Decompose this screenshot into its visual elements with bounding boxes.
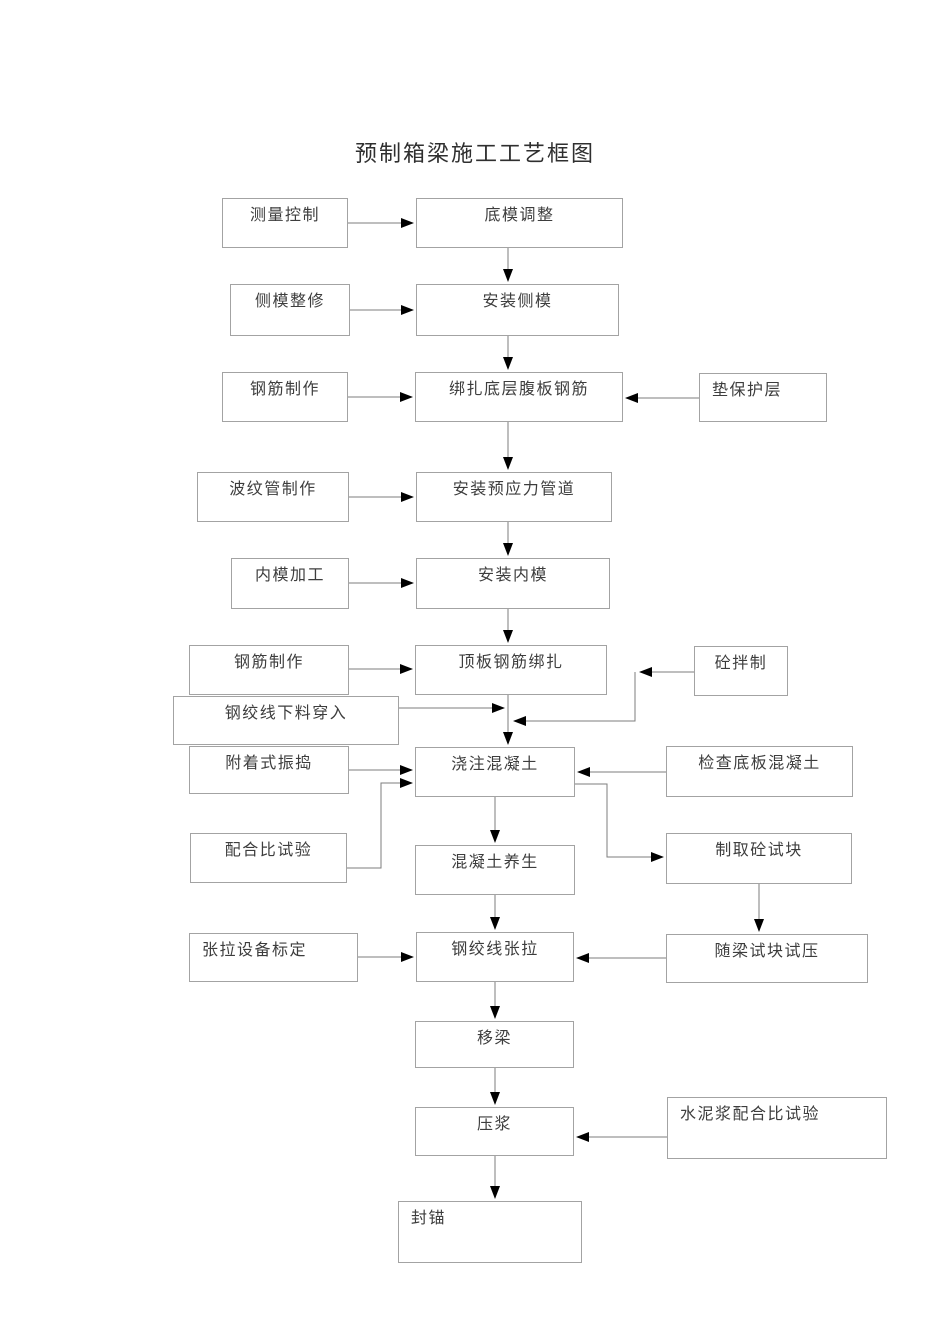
node-mix-ratio-test: 配合比试验 — [190, 833, 347, 883]
node-concrete-curing: 混凝土养生 — [415, 845, 575, 895]
node-protective-layer-spacer: 垫保护层 — [699, 373, 827, 422]
node-side-form-repair: 侧模整修 — [230, 284, 350, 336]
edges-group — [347, 218, 764, 1199]
node-make-concrete-test-blocks: 制取砼试块 — [666, 833, 852, 884]
node-tensioning-equipment-calibration: 张拉设备标定 — [189, 933, 358, 982]
page-title: 预制箱梁施工工艺框图 — [354, 141, 595, 166]
node-inner-form-processing: 内模加工 — [231, 558, 349, 609]
node-strand-cutting-threading: 钢绞线下料穿入 — [173, 696, 399, 745]
node-pour-concrete: 浇注混凝土 — [415, 747, 575, 797]
node-move-girder: 移梁 — [415, 1021, 574, 1068]
node-attached-vibrator: 附着式振捣 — [189, 746, 349, 794]
node-strand-tensioning: 钢绞线张拉 — [416, 932, 574, 982]
node-rebar-fabrication-1: 钢筋制作 — [222, 372, 348, 422]
node-corrugated-duct-fabrication: 波纹管制作 — [197, 472, 349, 522]
node-cement-grout-mix-test: 水泥浆配合比试验 — [667, 1097, 887, 1159]
node-grouting: 压浆 — [415, 1107, 574, 1156]
edge-mixing-route-to-spine — [513, 672, 636, 726]
node-survey-control: 测量控制 — [222, 198, 348, 248]
node-anchor-sealing: 封锚 — [398, 1201, 582, 1263]
node-install-inner-form: 安装内模 — [416, 558, 610, 609]
node-tie-bottom-web-rebar: 绑扎底层腹板钢筋 — [415, 372, 623, 422]
node-rebar-fabrication-2: 钢筋制作 — [189, 645, 349, 695]
edge-mix-test-to-pour — [347, 778, 413, 869]
node-check-bottom-slab-concrete: 检查底板混凝土 — [666, 746, 853, 797]
node-concrete-mixing: 砼拌制 — [694, 646, 788, 696]
node-bottom-form-adjustment: 底模调整 — [416, 198, 623, 248]
node-tie-top-slab-rebar: 顶板钢筋绑扎 — [415, 645, 607, 695]
node-install-side-form: 安装侧模 — [416, 284, 619, 336]
edge-pour-to-test-blocks — [575, 783, 664, 862]
node-test-blocks-compression: 随梁试块试压 — [666, 934, 868, 983]
node-install-prestressing-ducts: 安装预应力管道 — [416, 472, 612, 522]
